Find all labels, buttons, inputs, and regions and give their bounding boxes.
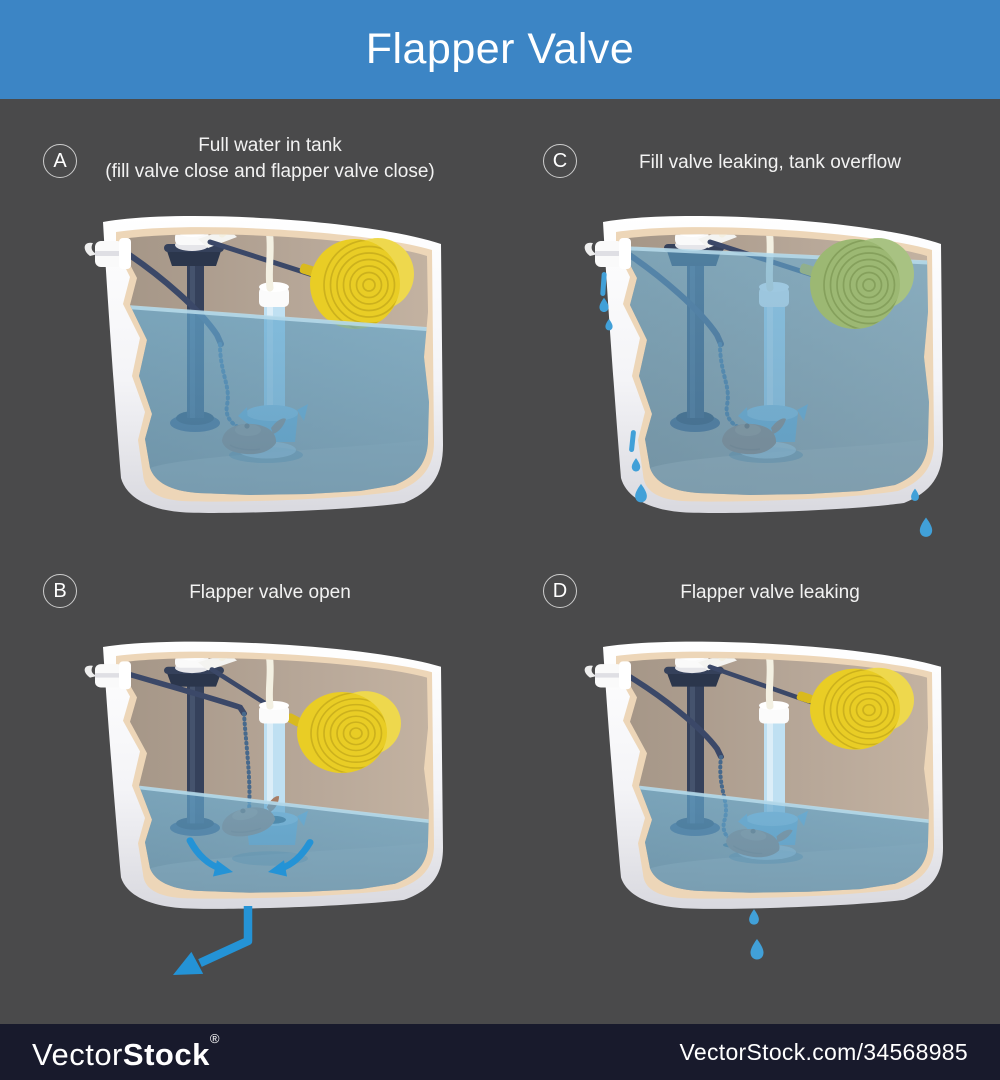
panel-letter-d: D [552,579,568,602]
trip-lever [622,669,724,760]
panel-caption-b: Flapper valve open [189,582,351,603]
tank-illustration-full-water [84,192,470,572]
watermark-url: VectorStock.com/34568985 [679,1038,968,1065]
panel-caption-d: Flapper valve leaking [680,582,860,603]
panel-badge-b: B [43,574,77,608]
refill-hose [218,234,274,292]
panel-badge-a: A [43,144,77,178]
float-rod [207,239,319,279]
inlet-fitting [584,661,631,690]
refill-hose [218,658,274,710]
brand-light: Vector [32,1037,123,1072]
flow-arrows [186,837,314,877]
vectorstock-logo: VectorStock® [32,1031,220,1073]
panel-caption-c: Fill valve leaking, tank overflow [639,152,901,173]
panel-badge-c: C [543,144,577,178]
refill-hose [718,658,774,710]
inlet-fitting [584,238,631,269]
panel-letter-c: C [552,149,568,172]
trip-lever [122,669,247,717]
tank-illustration-flapper-leaking [584,617,970,960]
page-title: Flapper Valve [365,25,635,73]
leak-drips [749,909,764,960]
water [122,781,429,893]
inlet-fitting [84,661,131,690]
panel-letter-b: B [53,579,67,602]
drain-arrow [173,906,253,975]
water [622,781,929,893]
brand-bold: Stock [122,1037,210,1072]
tank-illustration-flapper-open [84,617,470,975]
watermark-bar: VectorStock® VectorStock.com/34568985 [0,1024,1000,1080]
float-rod [707,664,816,706]
tank-illustration-overflow [584,192,970,537]
registered-mark: ® [209,1031,220,1046]
panel-caption-a: Full water in tank (fill valve close and… [105,135,435,182]
title-bar: Flapper Valve [0,0,1000,99]
leak-drips [599,272,933,537]
panel-letter-a: A [53,149,67,172]
water [122,304,429,495]
inlet-fitting [84,238,131,269]
panel-badge-d: D [543,574,577,608]
